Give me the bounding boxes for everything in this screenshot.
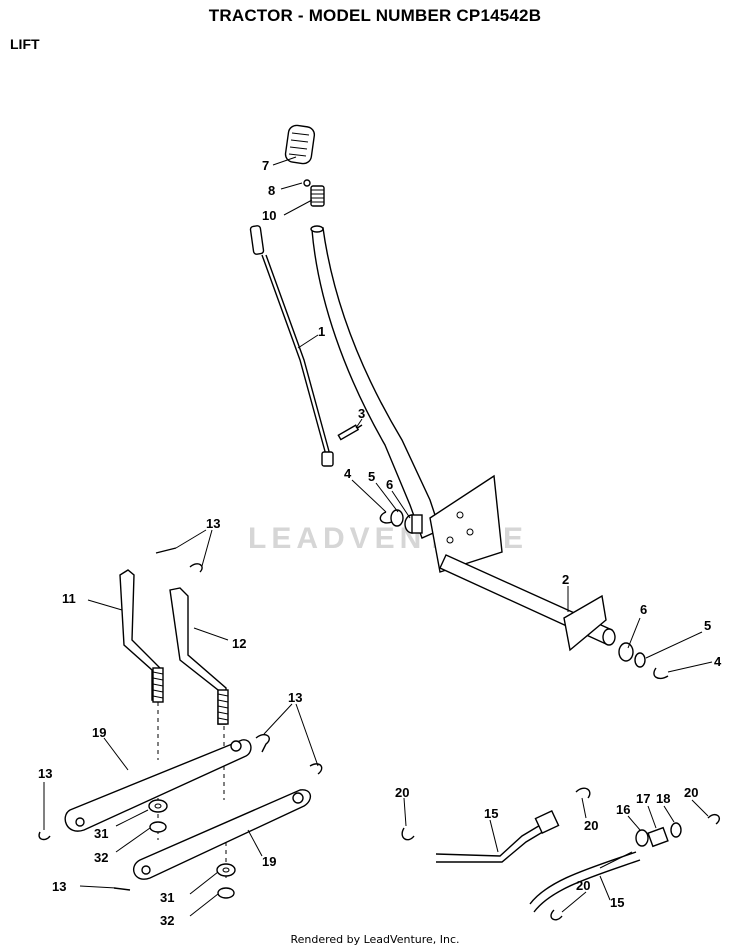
clip-20-c — [707, 814, 720, 825]
callout-17: 17 — [636, 791, 650, 806]
adjustment-rod-upper — [435, 810, 560, 863]
callout-32: 32 — [94, 850, 108, 865]
spring — [310, 185, 325, 207]
bushing-right — [618, 642, 634, 662]
callout-19: 19 — [92, 725, 106, 740]
cotter-pin-mid-2 — [309, 763, 323, 775]
nut-upper — [149, 821, 167, 833]
adjustment-rod-lower — [529, 851, 641, 913]
callout-labels: 7 8 10 1 3 4 5 6 13 11 12 2 6 5 4 13 19 … — [38, 158, 722, 928]
callout-2: 2 — [562, 572, 569, 587]
clip-20-a — [401, 827, 415, 841]
handle-grip — [284, 124, 316, 165]
adjuster-nut — [635, 829, 649, 847]
cotter-pin-bottom — [113, 887, 131, 891]
callout-31: 31 — [160, 890, 174, 905]
trunnion — [647, 826, 669, 848]
callout-32: 32 — [160, 913, 174, 928]
callout-13: 13 — [52, 879, 66, 894]
spacer-lower — [216, 863, 236, 877]
callout-12: 12 — [232, 636, 246, 651]
cotter-pin-left — [38, 831, 51, 841]
adjuster-washer — [670, 822, 682, 838]
callout-20: 20 — [395, 785, 409, 800]
hairpin-left — [379, 511, 393, 524]
leader-lines — [43, 156, 713, 917]
callout-4: 4 — [714, 654, 722, 669]
washer-right — [634, 652, 646, 668]
lift-rod — [249, 225, 334, 467]
detent-ball — [303, 179, 311, 187]
callout-20: 20 — [584, 818, 598, 833]
callout-20: 20 — [576, 878, 590, 893]
cotter-pin-top-2 — [189, 563, 203, 573]
clevis-pin — [337, 424, 363, 441]
lift-arm-lower — [132, 789, 311, 880]
callout-3: 3 — [358, 406, 365, 421]
callout-7: 7 — [262, 158, 269, 173]
washer-left — [390, 509, 404, 527]
callout-10: 10 — [262, 208, 276, 223]
section-title: LIFT — [10, 36, 40, 52]
lift-link-left — [119, 569, 164, 703]
lift-link-right — [169, 587, 229, 725]
callout-6: 6 — [640, 602, 647, 617]
callout-4: 4 — [344, 466, 352, 481]
callout-16: 16 — [616, 802, 630, 817]
callout-6: 6 — [386, 477, 393, 492]
callout-1: 1 — [318, 324, 325, 339]
callout-13: 13 — [206, 516, 220, 531]
callout-19: 19 — [262, 854, 276, 869]
callout-18: 18 — [656, 791, 670, 806]
footer-credit: Rendered by LeadVenture, Inc. — [290, 933, 460, 946]
lift-arm-upper — [64, 739, 252, 832]
clip-20-b — [575, 787, 591, 799]
lift-plate — [429, 474, 503, 573]
bushing-left — [404, 514, 423, 534]
callout-11: 11 — [62, 591, 76, 606]
callout-5: 5 — [704, 618, 711, 633]
lift-handle — [310, 225, 441, 539]
callout-15: 15 — [610, 895, 624, 910]
callout-8: 8 — [268, 183, 275, 198]
callout-13: 13 — [38, 766, 52, 781]
hairpin-right — [653, 667, 669, 680]
spacer-upper — [148, 799, 168, 813]
callout-20: 20 — [684, 785, 698, 800]
callout-13: 13 — [288, 690, 302, 705]
callout-15: 15 — [484, 806, 498, 821]
lift-shaft — [439, 554, 616, 652]
page-title: TRACTOR - MODEL NUMBER CP14542B — [208, 6, 542, 25]
cotter-pin-top-1 — [155, 547, 177, 554]
callout-31: 31 — [94, 826, 108, 841]
callout-5: 5 — [368, 469, 375, 484]
nut-lower — [217, 887, 235, 899]
cotter-pin-mid-1 — [255, 734, 270, 753]
clip-20-d — [550, 909, 563, 921]
